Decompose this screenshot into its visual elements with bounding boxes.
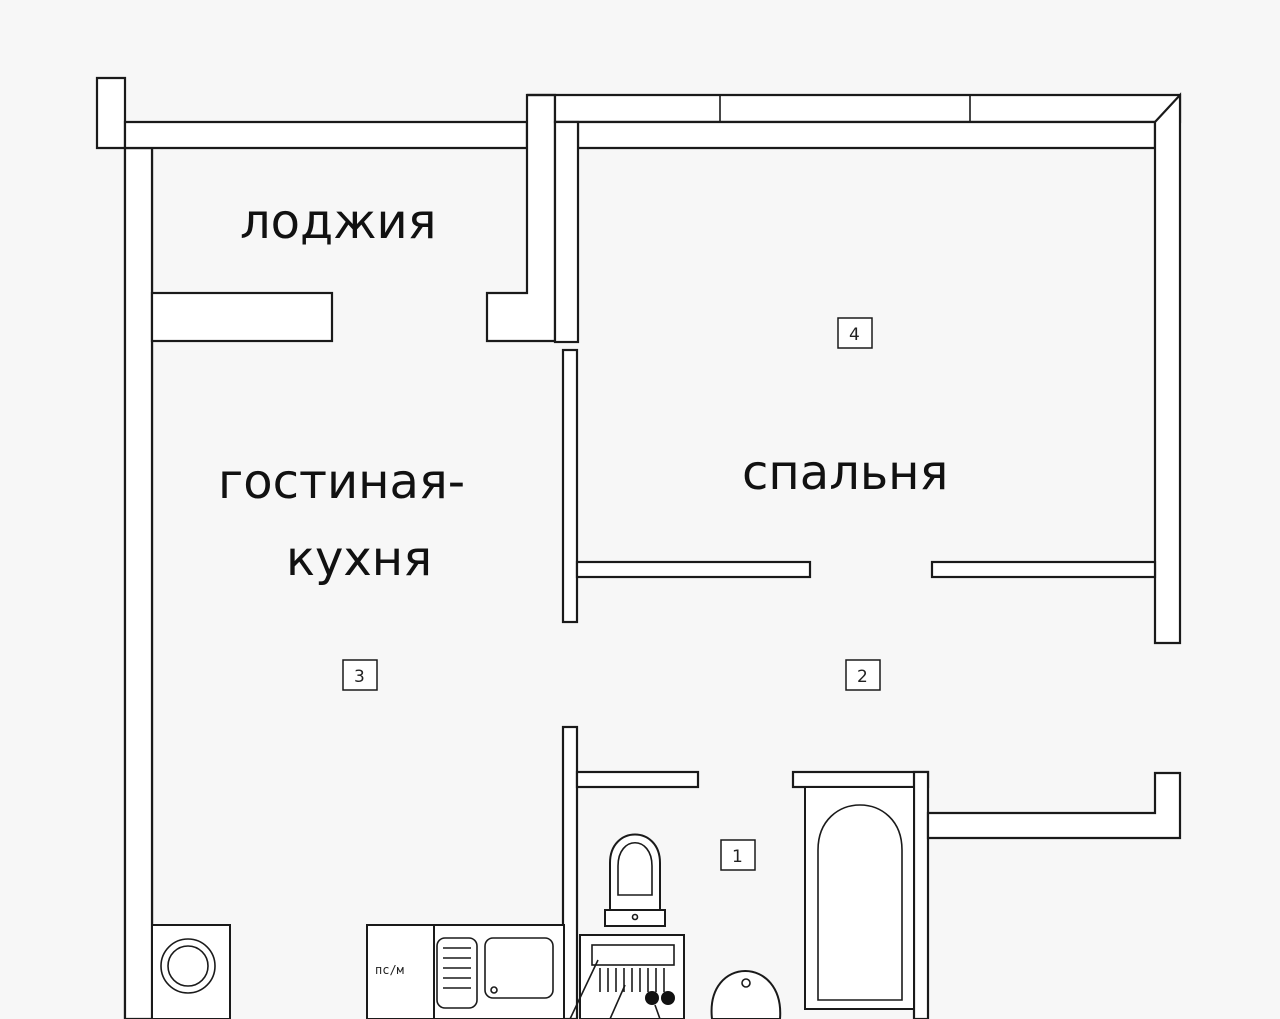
pipe-line-2 [609,984,626,1019]
walls [95,76,1182,1019]
room-label-living-kitchen-line1: гостиная- [218,454,465,510]
toilet-seat [617,841,653,896]
loggia-partition [150,291,334,343]
bedroom-bottom-wall-left [575,560,812,579]
pipe-line-3 [654,1004,661,1019]
room-number-box-3 [342,659,378,691]
room-label-living-kitchen-line2: кухня [286,531,432,587]
room-label-loggia: лоджия [240,194,437,250]
washbasin-icon [710,970,782,1019]
outer-wall-right [1153,92,1182,645]
room-number-2: 2 [857,667,868,687]
room-number-box-4 [837,317,873,349]
room-number-3: 3 [354,667,365,687]
room-number-box-2 [845,659,881,691]
room-number-box-1 [720,839,756,871]
toilet-tank [604,909,666,927]
fixtures: пс/м [151,786,915,1019]
bathtub-icon [804,786,915,1010]
washing-machine-icon [151,924,231,1019]
bathroom-right-wall [912,770,930,1019]
kitchen-counter [433,924,565,1019]
loggia-top-wall [123,120,529,150]
washing-machine-drum-inner [167,945,209,987]
shaft-label: пс/м [375,963,404,977]
radiator-inner [591,944,675,966]
living-bedroom-wall [561,348,579,624]
washing-machine-drum-outer [160,938,216,994]
room-names: лоджия гостиная- кухня спальня [218,194,948,587]
bathroom-top-wall-left [575,770,700,789]
bathroom-top-wall-right [791,770,930,789]
bathroom-left-wall [561,725,579,1019]
outer-wall-left-inner [123,146,154,1019]
lower-right-wall [926,771,1182,840]
toilet-flush [631,913,639,921]
room-number-4: 4 [849,325,860,345]
sink-drainboard [436,937,478,1009]
bedroom-left-wall [553,120,580,344]
washbasin-drain [741,978,751,988]
pipe-dot-1 [645,991,659,1005]
sink-drainboard-ridges-icon [443,947,471,989]
room-number-badges: 4 3 2 1 [342,317,881,871]
sink-drain-icon [490,986,498,994]
room-number-1: 1 [732,847,743,867]
bathtub-inner [817,804,903,1001]
room-label-bedroom: спальня [742,445,948,501]
pipe-dot-2 [661,991,675,1005]
sink-basin-icon [484,937,554,999]
bedroom-top-wall [527,93,1182,124]
bedroom-bottom-wall-right [930,560,1157,579]
bedroom-window-sill [555,120,1157,150]
pipe-line-1 [569,959,599,1019]
